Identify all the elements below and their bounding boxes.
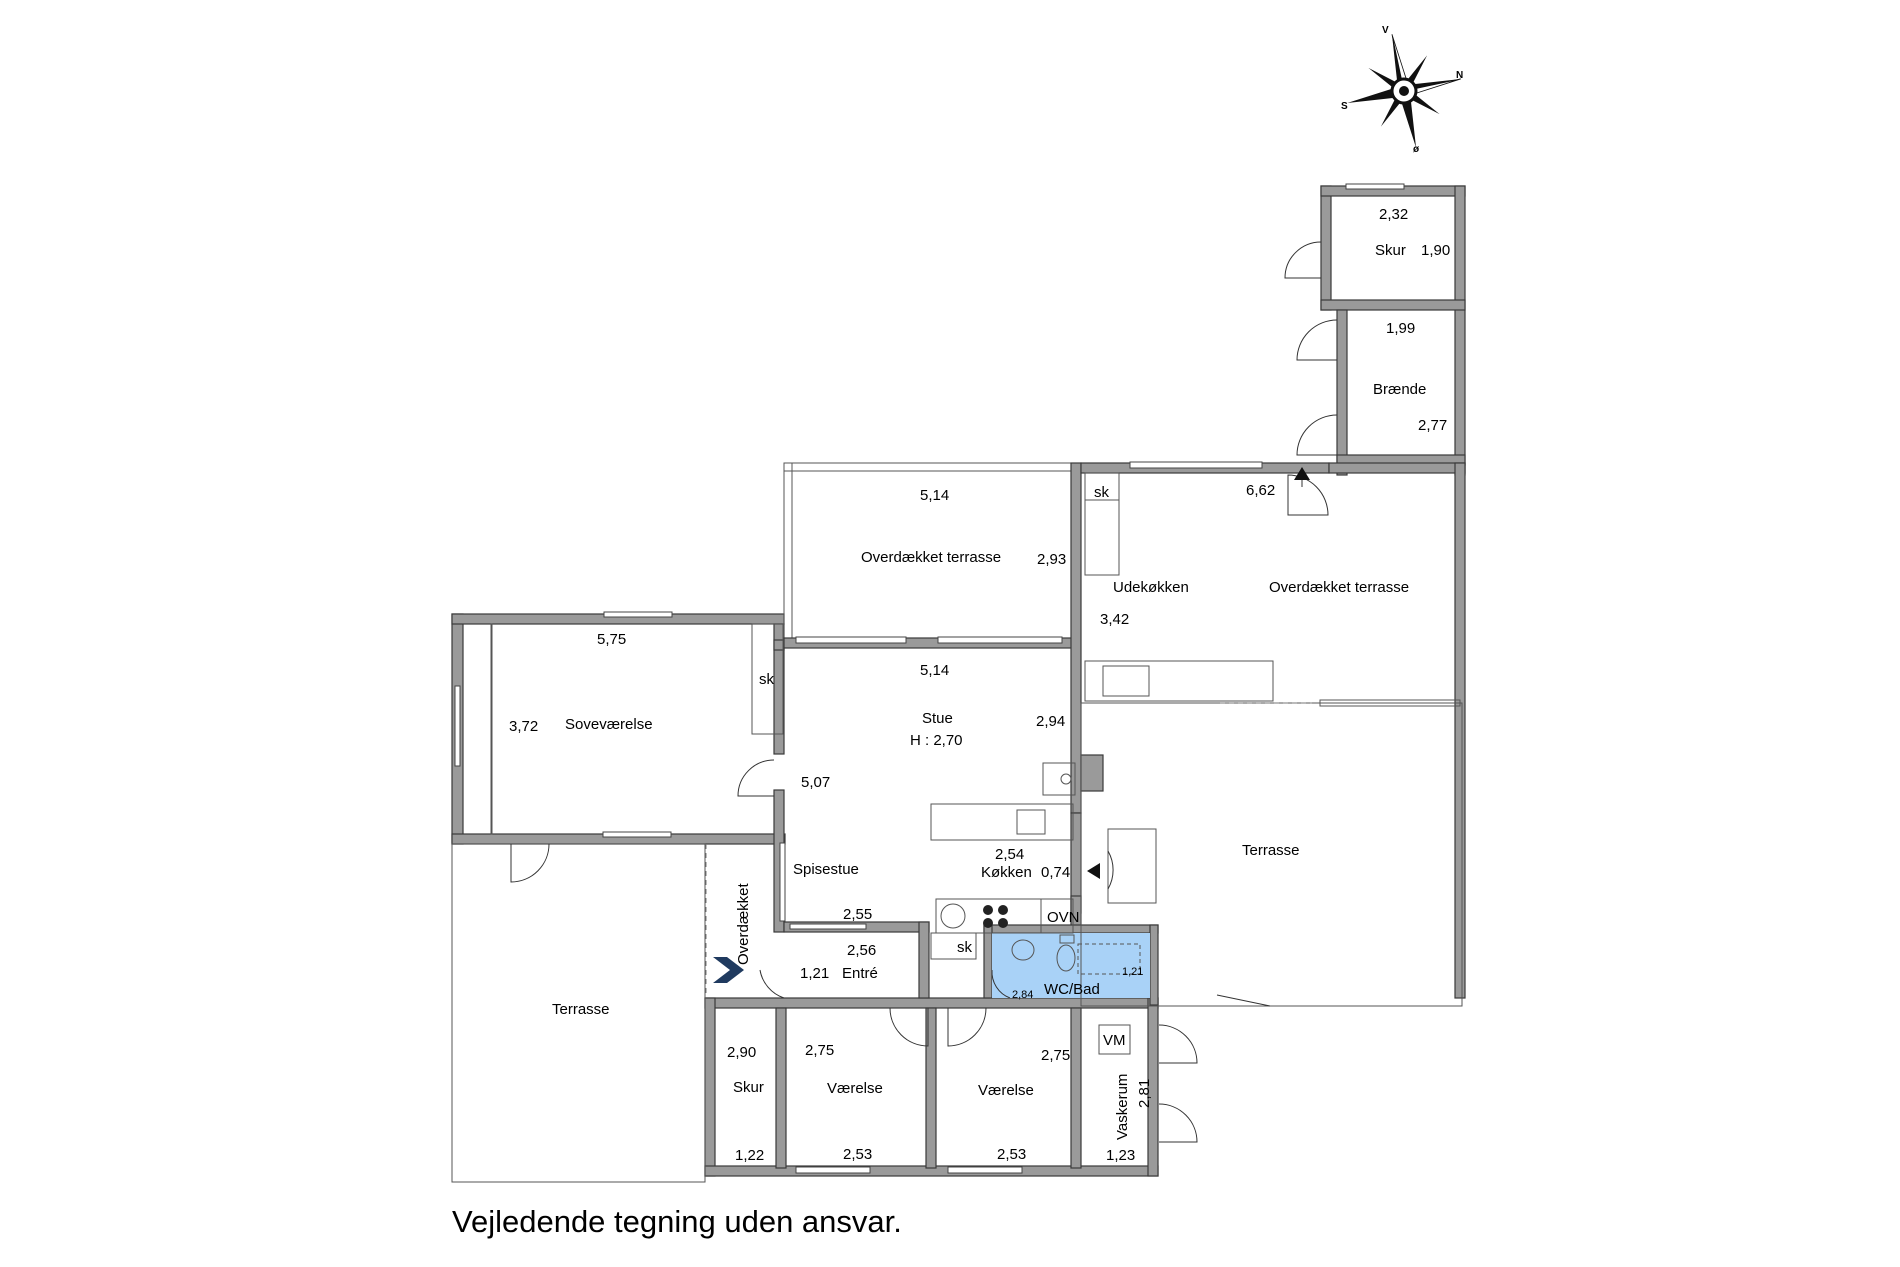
disclaimer-text: Vejledende tegning uden ansvar.: [452, 1204, 902, 1239]
koekken-sk-label: sk: [957, 939, 973, 956]
vaerelse-2-width: 2,53: [997, 1146, 1026, 1163]
overdaekket-label: Overdækket: [735, 882, 752, 965]
entre-label: Entré: [842, 965, 878, 982]
vaerelse-1-width: 2,53: [843, 1146, 872, 1163]
stue-depth: 2,94: [1036, 713, 1065, 730]
koekken-width: 2,54: [995, 846, 1024, 863]
oven-label: OVN: [1047, 909, 1080, 926]
entrance-arrow-icon: [713, 957, 744, 983]
vaerelse-2-depth: 2,75: [1041, 1047, 1070, 1064]
wcbad-label: WC/Bad: [1044, 981, 1100, 998]
wcbad-depth: 1,21: [1122, 966, 1143, 978]
stue-label: Stue: [922, 710, 953, 727]
skur-top-depth: 1,90: [1421, 242, 1450, 259]
koekken-depth: 0,74: [1041, 864, 1070, 881]
skur-bottom-depth: 2,90: [727, 1044, 756, 1061]
compass-label-s: S: [1341, 101, 1348, 112]
udekoekken-label: Udekøkken: [1113, 579, 1189, 596]
stue-height: H : 2,70: [910, 732, 963, 749]
vaerelse-1-depth: 2,75: [805, 1042, 834, 1059]
terrasse-roof-2-depth: 3,42: [1100, 611, 1129, 628]
skur-top-label: Skur: [1375, 242, 1406, 259]
compass-rose-icon: [1347, 34, 1461, 148]
sovevaerelse-label: Soveværelse: [565, 716, 653, 733]
skur-top-width: 2,32: [1379, 206, 1408, 223]
compass-label-n: N: [1456, 70, 1463, 81]
vaskerum-width: 1,23: [1106, 1147, 1135, 1164]
terrasse-left-label: Terrasse: [552, 1001, 610, 1018]
stue-extra-dimension: 5,07: [801, 774, 830, 791]
terrasse-roof-1-depth: 2,93: [1037, 551, 1066, 568]
vaskerum-depth: 2,81: [1136, 1079, 1153, 1108]
wcbad-width: 2,84: [1012, 989, 1033, 1001]
terrasse-right-label: Terrasse: [1242, 842, 1300, 859]
koekken-label: Køkken: [981, 864, 1032, 881]
skur-bottom-label: Skur: [733, 1079, 764, 1096]
terraces: [451, 699, 1463, 1183]
braende-depth: 2,77: [1418, 417, 1447, 434]
washing-machine-label: VM: [1103, 1032, 1126, 1049]
vaerelse-1-label: Værelse: [827, 1080, 883, 1097]
braende-width: 1,99: [1386, 320, 1415, 337]
compass-label-oe: ø: [1413, 144, 1420, 155]
skur-bottom-width: 1,22: [735, 1147, 764, 1164]
entre-depth: 1,21: [800, 965, 829, 982]
vaskerum-label: Vaskerum: [1114, 1074, 1131, 1140]
udekoekken-sk-label: sk: [1094, 484, 1110, 501]
terrasse-roof-1-width: 5,14: [920, 487, 949, 504]
compass-label-v: V: [1382, 25, 1389, 36]
washing-machine-box: [1098, 1024, 1131, 1055]
sovevaerelse-sk-label: sk: [759, 671, 775, 688]
sovevaerelse-width: 5,75: [597, 631, 626, 648]
kitchen-arrow-icon: [1087, 863, 1100, 879]
terrasse-roof-2-width: 6,62: [1246, 482, 1275, 499]
door-arrow-icon: [1294, 467, 1310, 480]
terrasse-roof-1-label: Overdækket terrasse: [861, 549, 1001, 566]
spisestue-width: 2,55: [843, 906, 872, 923]
vaerelse-2-label: Værelse: [978, 1082, 1034, 1099]
stue-width: 5,14: [920, 662, 949, 679]
entre-width: 2,56: [847, 942, 876, 959]
braende-label: Brænde: [1373, 381, 1426, 398]
doors: [510, 241, 1338, 1143]
terrasse-roof-2-label: Overdækket terrasse: [1269, 579, 1409, 596]
sovevaerelse-depth: 3,72: [509, 718, 538, 735]
spisestue-label: Spisestue: [793, 861, 859, 878]
house-walls: [451, 461, 1466, 1177]
kitchen-fixtures: [751, 472, 1274, 960]
